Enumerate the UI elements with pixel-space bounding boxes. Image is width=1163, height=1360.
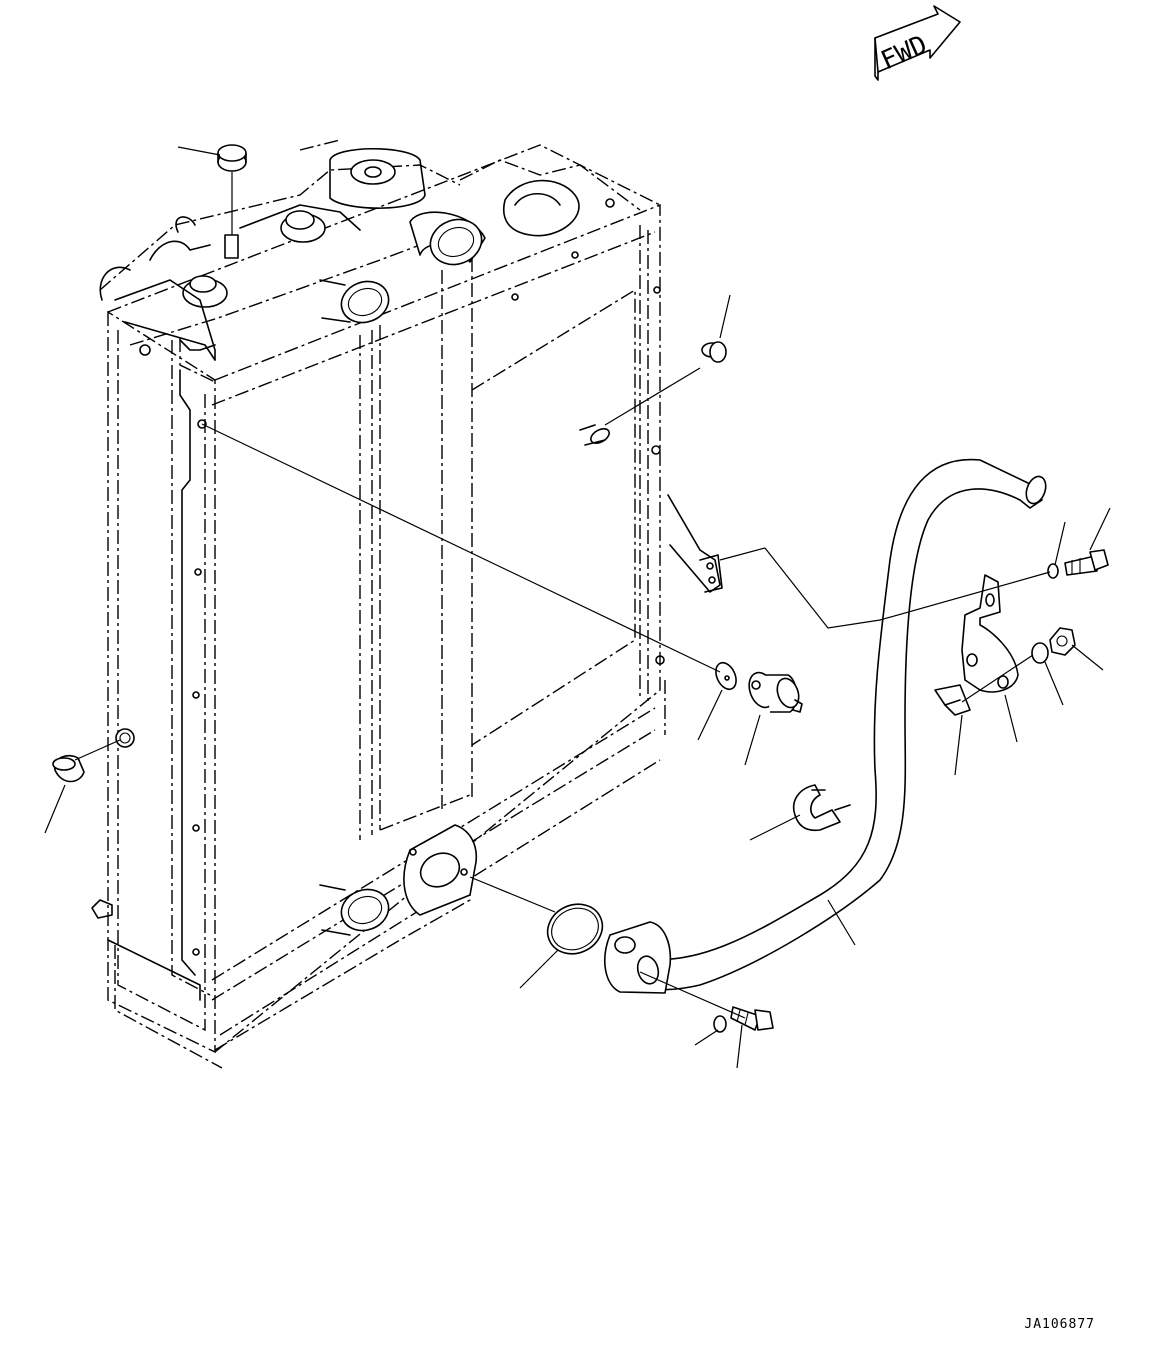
nut [1050,628,1075,655]
water-pipe [605,460,1049,993]
washer [712,660,740,693]
leader-lines [45,147,1110,1068]
parts [53,145,1108,1032]
pipe-bracket [962,575,1018,692]
fwd-arrow-icon: FWD [875,6,960,80]
bolt-upper [1065,550,1108,575]
u-clamp [794,785,850,830]
bolt-lower [731,1007,773,1030]
plug [53,756,84,782]
drawing-code: JA106877 [1024,1317,1095,1332]
pipe-clip [935,685,970,715]
o-ring [539,895,610,962]
cushion [745,669,803,712]
radiator-details [92,149,722,1000]
spring-washer [1048,564,1058,578]
radiator-core [100,140,665,1068]
hose-clamp-cap [218,145,246,258]
spring-washer [714,1016,726,1032]
rubber-mount [702,342,726,362]
washer [1032,643,1048,663]
